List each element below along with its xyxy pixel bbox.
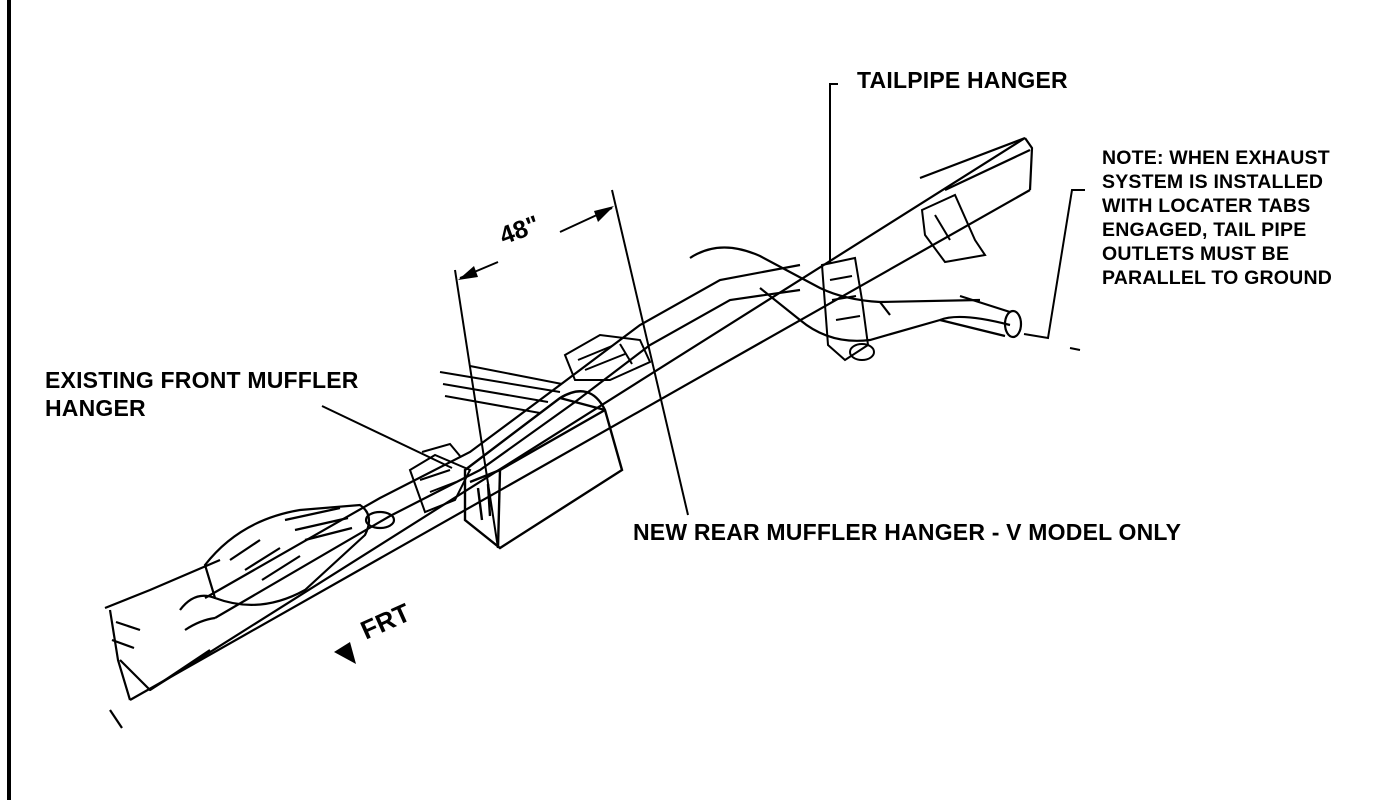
frame-rail — [104, 136, 1034, 729]
front-hanger-label-line1: EXISTING FRONT MUFFLER — [45, 367, 359, 393]
front-hanger-label-line2: HANGER — [45, 395, 146, 421]
note-line: SYSTEM IS INSTALLED — [1102, 171, 1324, 193]
leader-lines — [321, 83, 1085, 469]
rear-hanger-bracket — [563, 333, 652, 381]
tailpipe-hanger-bracket — [820, 256, 875, 362]
front-direction-arrow — [334, 642, 356, 664]
dimension-arrowheads — [458, 206, 614, 280]
new-rear-muffler-hanger-label: NEW REAR MUFFLER HANGER - V MODEL ONLY — [633, 519, 1182, 545]
installation-note: NOTE: WHEN EXHAUST SYSTEM IS INSTALLED W… — [1102, 146, 1332, 290]
note-line: NOTE: WHEN EXHAUST — [1102, 147, 1330, 169]
existing-front-muffler-hanger-label: EXISTING FRONT MUFFLER HANGER — [45, 366, 359, 422]
muffler — [463, 390, 624, 550]
catalytic-converter — [179, 503, 396, 631]
frame-mount-bracket — [920, 193, 987, 264]
exhaust-pipe — [204, 246, 1023, 619]
note-line: ENGAGED, TAIL PIPE — [1102, 219, 1307, 241]
note-line: OUTLETS MUST BE — [1102, 243, 1290, 265]
note-line: PARALLEL TO GROUND — [1102, 267, 1333, 289]
note-line: WITH LOCATER TABS — [1102, 195, 1311, 217]
cross-member — [439, 365, 563, 414]
tailpipe-hanger-label: TAILPIPE HANGER — [857, 67, 1068, 93]
